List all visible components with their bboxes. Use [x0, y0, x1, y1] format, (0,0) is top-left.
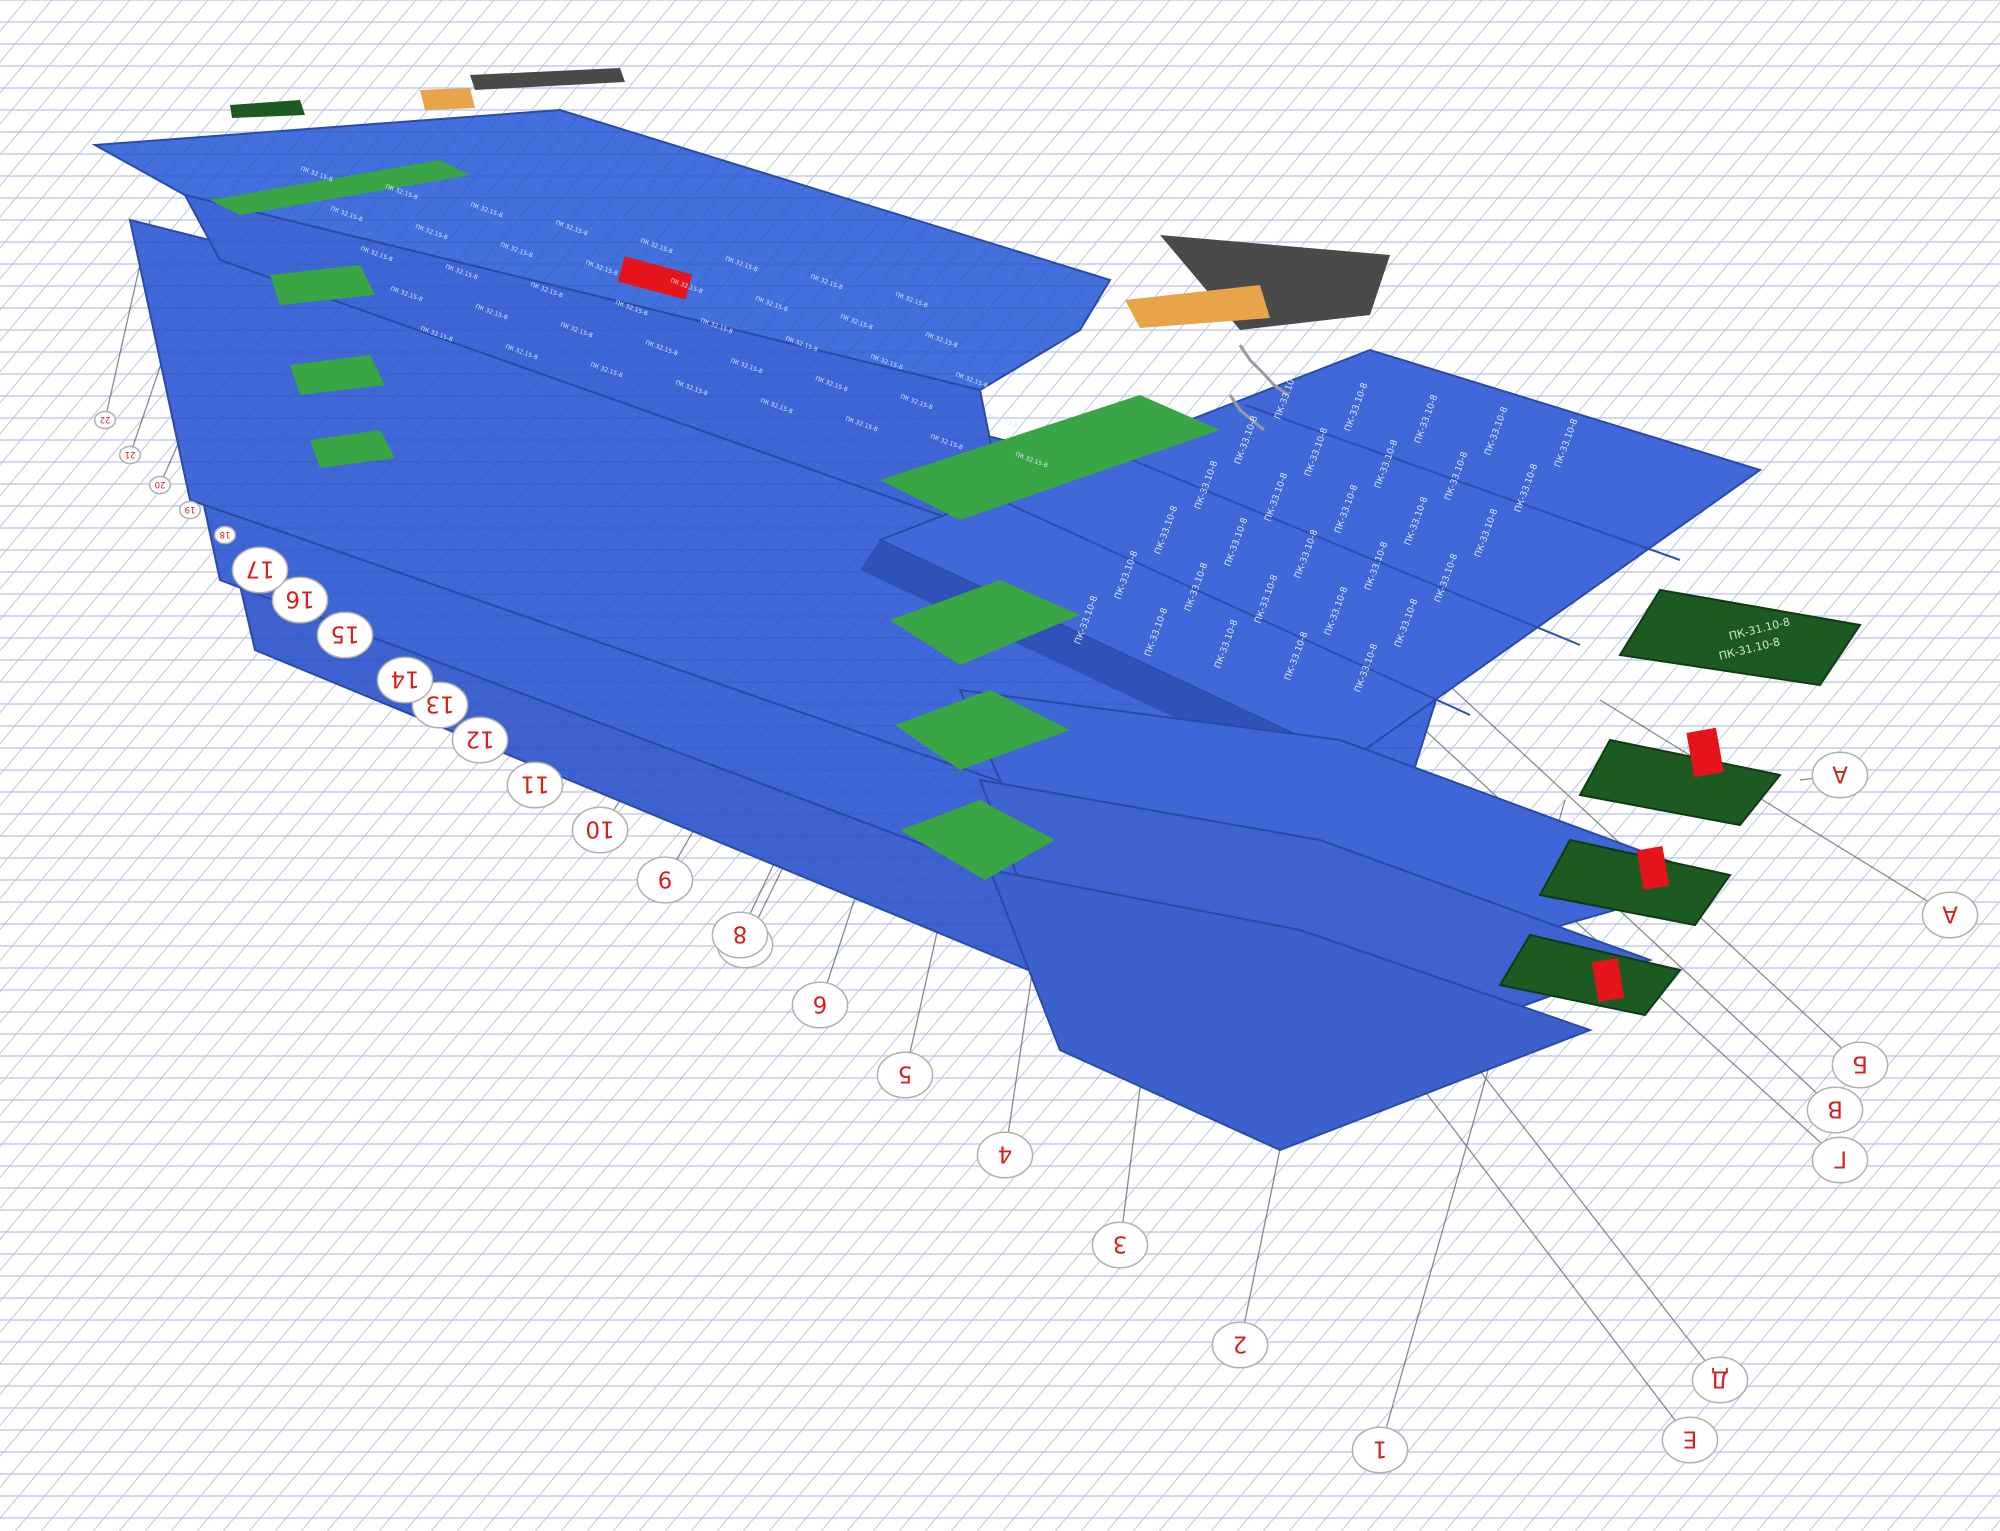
- svg-text:15: 15: [330, 621, 359, 647]
- axis-bubble-let-0: Е: [1661, 1416, 1719, 1464]
- highlight-panels: [210, 160, 1220, 880]
- grid-axis-bubbles: 12345678910111213141516171819202122ЕДГВБ…: [93, 410, 1979, 1474]
- svg-text:А: А: [1832, 761, 1848, 787]
- svg-text:16: 16: [285, 586, 314, 612]
- stair-icon: [1228, 344, 1289, 432]
- axis-bubble-num-16: 17: [231, 546, 289, 594]
- svg-text:Д: Д: [1711, 1366, 1729, 1392]
- svg-text:2: 2: [1233, 1331, 1248, 1357]
- svg-text:Б: Б: [1852, 1051, 1868, 1077]
- axis-bubble-num-17: 18: [213, 525, 237, 545]
- axis-bubble-num-13: 14: [376, 656, 434, 704]
- svg-text:17: 17: [245, 556, 274, 582]
- svg-text:В: В: [1827, 1096, 1843, 1122]
- svg-text:5: 5: [898, 1061, 913, 1087]
- roof-structures: [230, 68, 1390, 330]
- balcony-slabs: ПК-31.10-8 ПК-31.10-8: [1498, 588, 1862, 1017]
- svg-text:Г: Г: [1833, 1146, 1847, 1172]
- axis-bubble-let-5: А: [1921, 891, 1979, 939]
- svg-text:13: 13: [425, 691, 454, 717]
- svg-text:14: 14: [390, 666, 419, 692]
- svg-text:6: 6: [813, 991, 828, 1017]
- axis-bubble-let-1: Д: [1691, 1356, 1749, 1404]
- axis-bubble-num-2: 3: [1091, 1221, 1149, 1269]
- axis-bubble-num-7: 8: [711, 911, 769, 959]
- svg-text:Е: Е: [1683, 1426, 1697, 1452]
- svg-text:8: 8: [733, 921, 748, 947]
- axis-bubble-num-19: 20: [148, 475, 172, 495]
- svg-text:21: 21: [125, 449, 136, 459]
- roof-red-panel: [617, 256, 693, 300]
- svg-text:19: 19: [185, 504, 196, 514]
- svg-text:18: 18: [220, 529, 231, 539]
- axis-bubble-num-1: 2: [1211, 1321, 1269, 1369]
- axis-bubble-let-6: А: [1811, 751, 1869, 799]
- axis-bubble-num-21: 22: [93, 410, 117, 430]
- svg-text:1: 1: [1373, 1436, 1388, 1462]
- axis-bubble-num-8: 9: [636, 856, 694, 904]
- axis-bubble-num-5: 6: [791, 981, 849, 1029]
- right-wing-lower-slabs: [958, 688, 1724, 1152]
- axis-bubble-num-15: 16: [271, 576, 329, 624]
- axis-bubble-num-0: 1: [1351, 1426, 1409, 1474]
- axis-bubble-num-11: 12: [451, 716, 509, 764]
- axis-bubble-num-9: 10: [571, 806, 629, 854]
- axis-bubble-num-3: 4: [976, 1131, 1034, 1179]
- axis-bubble-num-20: 21: [118, 445, 142, 465]
- svg-text:9: 9: [658, 866, 673, 892]
- axis-bubble-let-4: Б: [1831, 1041, 1889, 1089]
- axis-bubble-num-10: 11: [506, 761, 564, 809]
- svg-text:10: 10: [585, 816, 614, 842]
- svg-text:12: 12: [465, 726, 494, 752]
- svg-text:11: 11: [520, 771, 549, 797]
- axis-bubble-let-3: В: [1806, 1086, 1864, 1134]
- axis-bubble-num-4: 5: [876, 1051, 934, 1099]
- axis-bubble-num-14: 15: [316, 611, 374, 659]
- svg-text:4: 4: [998, 1141, 1013, 1167]
- svg-text:А: А: [1942, 901, 1958, 927]
- svg-text:3: 3: [1113, 1231, 1128, 1257]
- axis-bubble-num-18: 19: [178, 500, 202, 520]
- svg-text:22: 22: [100, 414, 111, 424]
- svg-text:20: 20: [155, 479, 166, 489]
- axis-bubble-let-2: Г: [1811, 1136, 1869, 1184]
